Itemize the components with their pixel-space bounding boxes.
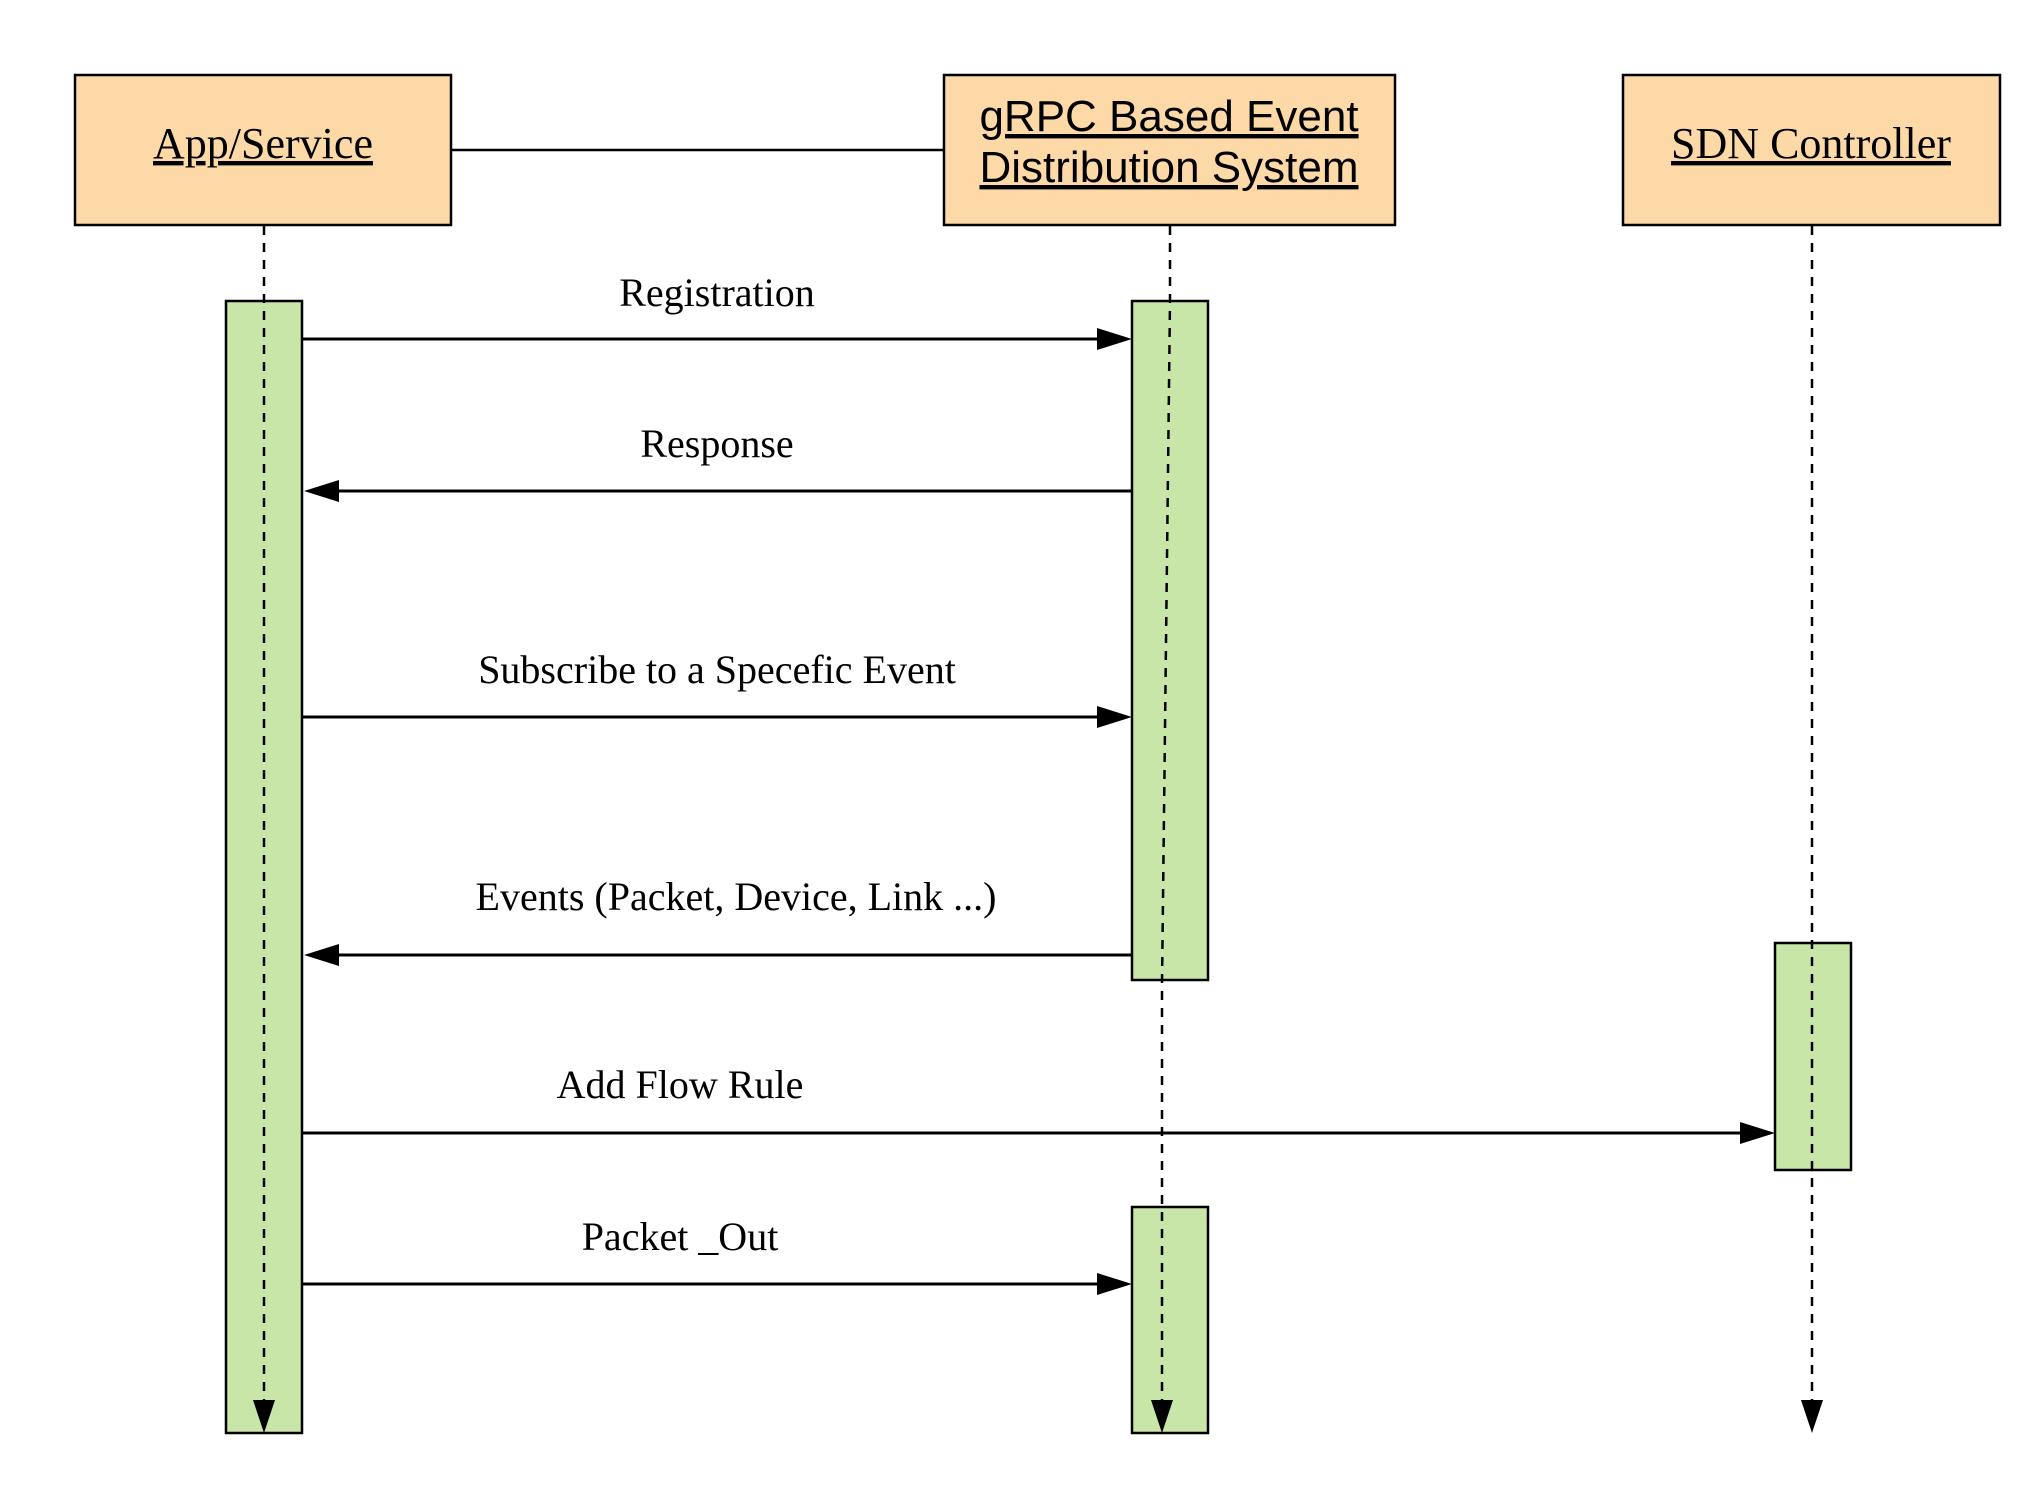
message-arrowhead-response (304, 480, 339, 502)
message-label-add-flow-rule: Add Flow Rule (557, 1062, 804, 1107)
message-label-packet-out: Packet _Out (582, 1214, 779, 1259)
message-events: Events (Packet, Device, Link ...) (304, 874, 1132, 966)
message-arrowhead-packet-out (1097, 1273, 1132, 1295)
lifeline-grpc (1151, 226, 1173, 1433)
lifeline-app-arrowhead (253, 1400, 275, 1433)
lifeline-grpc-arrowhead (1151, 1400, 1173, 1433)
activation-bar-grpc-1 (1130, 299, 1210, 982)
participant-label-grpc-line2: Distribution System (979, 143, 1358, 192)
participant-grpc-event-system: gRPC Based Event Distribution System (942, 73, 1397, 227)
lifeline-sdn-arrowhead (1801, 1400, 1823, 1433)
lifeline-sdn (1801, 226, 1823, 1433)
message-arrowhead-events (304, 944, 339, 966)
message-arrowhead-add-flow-rule (1740, 1122, 1775, 1144)
message-registration: Registration (302, 270, 1132, 350)
participant-box-grpc (942, 73, 1397, 227)
participant-app-service: App/Service (73, 73, 453, 227)
message-add-flow-rule: Add Flow Rule (302, 1062, 1775, 1144)
participant-label-app-service: App/Service (153, 119, 373, 168)
message-arrowhead-subscribe (1097, 706, 1132, 728)
message-response: Response (304, 421, 1132, 502)
message-label-subscribe: Subscribe to a Specefic Event (478, 647, 956, 692)
message-arrowhead-registration (1097, 328, 1132, 350)
participant-label-sdn: SDN Controller (1671, 119, 1951, 168)
participant-box-sdn (1621, 73, 2002, 227)
message-label-events: Events (Packet, Device, Link ...) (476, 874, 997, 919)
participant-sdn-controller: SDN Controller (1621, 73, 2002, 227)
participant-label-grpc-line1: gRPC Based Event (979, 92, 1358, 141)
lifeline-app (253, 226, 275, 1433)
activation-bar-grpc-2 (1130, 1205, 1210, 1435)
message-packet-out: Packet _Out (302, 1214, 1132, 1295)
message-subscribe: Subscribe to a Specefic Event (302, 647, 1132, 728)
participant-box-app-service (73, 73, 453, 227)
message-label-response: Response (640, 421, 793, 466)
message-label-registration: Registration (619, 270, 815, 315)
